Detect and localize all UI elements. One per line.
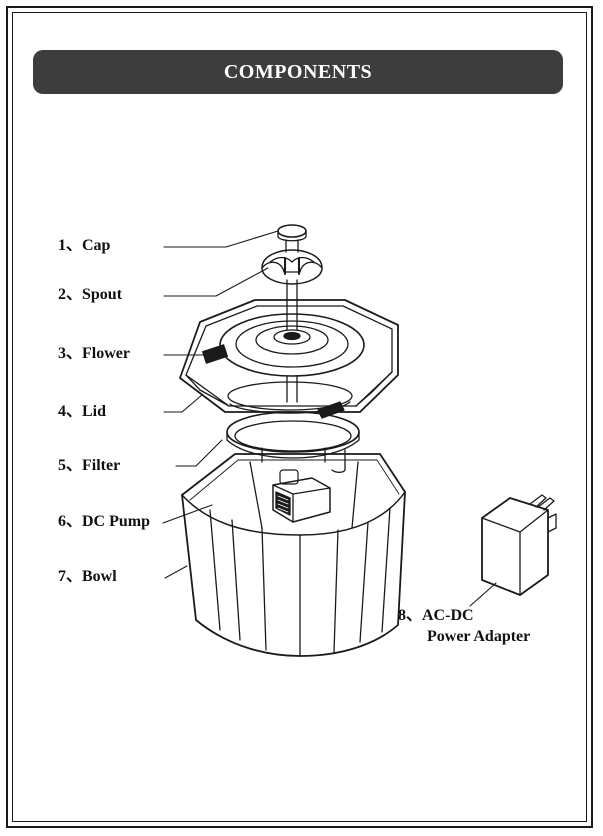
- flower-drawing: [219, 313, 365, 377]
- pump-drawing: [272, 469, 331, 523]
- power-adapter-drawing: [481, 494, 557, 596]
- label-spout: 2、Spout: [58, 286, 123, 303]
- bowl-drawing: [181, 453, 406, 657]
- label-adapter-line1: 8、AC-DC: [398, 607, 474, 624]
- label-dc-pump: 6、DC Pump: [58, 513, 151, 530]
- label-filter: 5、Filter: [58, 457, 121, 474]
- cap-drawing: [277, 224, 307, 253]
- label-bowl: 7、Bowl: [58, 568, 117, 585]
- label-adapter-line2: Power Adapter: [427, 628, 531, 645]
- page-border-inner: [12, 12, 587, 822]
- spout-tube-drawing: [286, 279, 298, 403]
- components-header: COMPONENTS: [33, 50, 563, 94]
- page-border-outer: [6, 6, 593, 828]
- filter-drawing: [226, 411, 360, 473]
- label-cap: 1、Cap: [58, 237, 111, 254]
- label-flower: 3、Flower: [58, 345, 130, 362]
- lid-drawing: [179, 299, 399, 419]
- leader-lines: [162, 230, 497, 607]
- label-lid: 4、Lid: [58, 403, 107, 420]
- spout-drawing: [261, 249, 323, 285]
- header-title: COMPONENTS: [223, 60, 373, 83]
